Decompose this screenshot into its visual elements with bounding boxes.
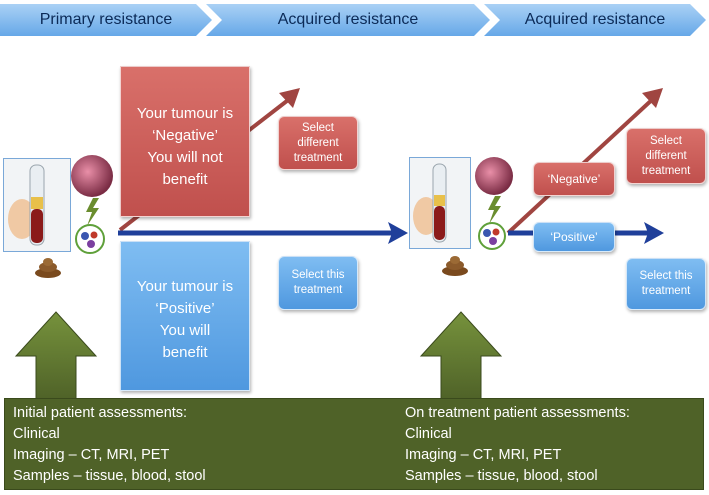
panel-line: ‘Positive’ <box>155 300 215 317</box>
up-arrow-icon <box>14 311 98 401</box>
panel-line: Your tumour is <box>136 105 234 122</box>
stage-label: Acquired resistance <box>277 11 419 28</box>
stage-primary-resistance: Primary resistance <box>0 4 212 36</box>
positive-result-panel: Your tumour is ‘Positive’ You will benef… <box>120 241 250 391</box>
stage-acquired-resistance-1: Acquired resistance <box>206 4 490 36</box>
negative-result-panel: Your tumour is ‘Negative’ You will not b… <box>120 66 250 217</box>
stool-icon <box>442 256 468 276</box>
assessment-item: Samples – tissue, blood, stool <box>13 468 206 484</box>
assessment-item: Clinical <box>13 426 60 442</box>
lightning-icon <box>86 198 99 226</box>
stage-label: Primary resistance <box>39 11 173 28</box>
stage-label: Acquired resistance <box>524 11 666 28</box>
positive-label-box: ‘Positive’ <box>533 222 615 252</box>
up-arrow-icon <box>419 311 503 401</box>
box-line: ‘Positive’ <box>550 229 598 244</box>
box-line: treatment <box>293 284 343 296</box>
tumour-cell-icon <box>475 157 513 195</box>
assessment-item: Samples – tissue, blood, stool <box>405 468 598 484</box>
cells-icon <box>478 222 506 250</box>
select-different-treatment-box: Select different treatment <box>278 116 358 170</box>
stage-acquired-resistance-2: Acquired resistance <box>484 4 706 36</box>
negative-label-box: ‘Negative’ <box>533 162 615 196</box>
assessment-item: Imaging – CT, MRI, PET <box>13 447 170 463</box>
assessment-item: Imaging – CT, MRI, PET <box>405 447 562 463</box>
stool-icon <box>35 258 61 278</box>
select-this-treatment-box: Select this treatment <box>626 258 706 310</box>
on-treatment-assessments: On treatment patient assessments: Clinic… <box>405 403 630 487</box>
panel-line: You will not <box>147 149 223 166</box>
box-line: different <box>297 136 339 149</box>
box-line: Select <box>302 121 334 134</box>
box-line: treatment <box>293 151 343 164</box>
panel-line: benefit <box>162 171 208 188</box>
blood-sample-tube-icon <box>3 158 71 252</box>
box-line: Select this <box>639 270 693 282</box>
box-line: treatment <box>641 164 691 177</box>
box-line: Select this <box>291 269 345 281</box>
tumour-cell-icon <box>71 155 113 197</box>
assessment-heading: Initial patient assessments: <box>13 405 188 421</box>
cells-icon <box>75 224 105 254</box>
select-this-treatment-box: Select this treatment <box>278 256 358 310</box>
select-different-treatment-box: Select different treatment <box>626 128 706 184</box>
initial-assessments: Initial patient assessments: Clinical Im… <box>13 403 206 487</box>
blood-sample-tube-icon <box>409 157 471 249</box>
box-line: ‘Negative’ <box>547 171 601 186</box>
lightning-icon <box>488 196 501 224</box>
panel-line: ‘Negative’ <box>152 127 218 144</box>
positive-arrow-1 <box>118 222 408 244</box>
panel-line: You will <box>159 322 211 339</box>
assessment-heading: On treatment patient assessments: <box>405 405 630 421</box>
panel-line: Your tumour is <box>136 278 234 295</box>
panel-line: benefit <box>162 344 208 361</box>
assessment-item: Clinical <box>405 426 452 442</box>
box-line: different <box>645 149 687 162</box>
box-line: treatment <box>641 285 691 297</box>
box-line: Select <box>650 134 682 147</box>
assessments-box: Initial patient assessments: Clinical Im… <box>4 398 704 490</box>
